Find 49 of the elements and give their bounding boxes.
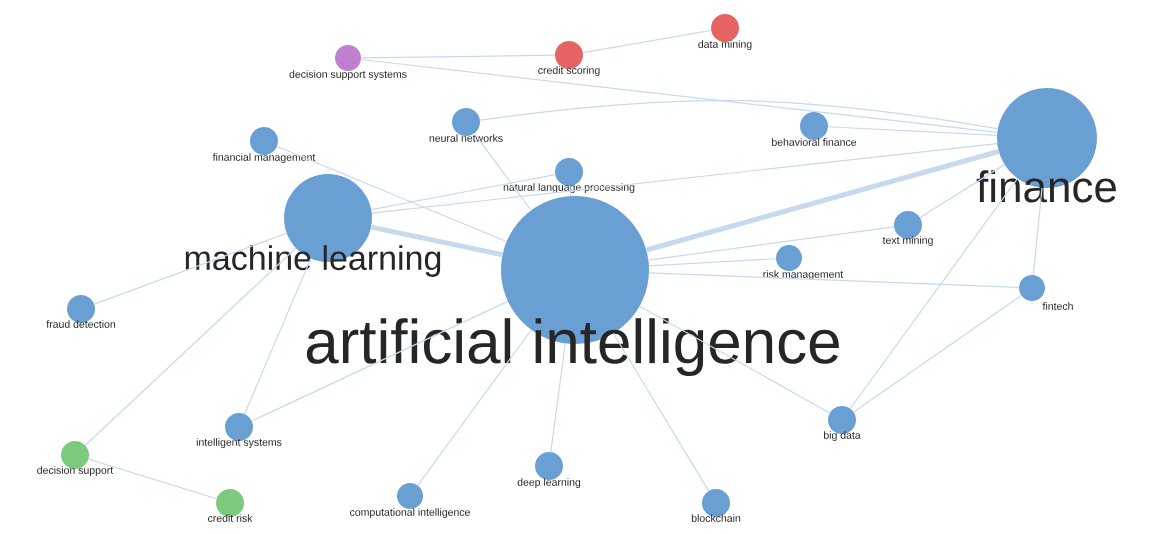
link-line [87,458,218,500]
link-line [370,224,503,258]
keyword-label: deep learning [517,478,581,488]
keyword-label: computational intelligence [350,508,470,518]
keyword-label: natural language processing [503,183,635,193]
link-line [919,164,1006,219]
keyword-label: credit risk [208,514,253,522]
keyword-label: financial management [212,153,316,163]
keyword-label: fintech [1042,302,1073,310]
keyword-label: fraud detection [46,320,116,328]
link-line [371,142,998,214]
link-line [479,100,999,130]
link-line [251,300,509,422]
keyword-label: risk management [763,270,844,280]
keyword-label: finance [976,170,1116,203]
link-line [93,232,288,305]
link-line [417,329,532,486]
keyword-label: machine learning [185,245,441,277]
keyword-label: text mining [882,236,933,246]
link-line [648,272,1020,289]
link-line [569,185,572,197]
keyword-label: neural networks [429,134,503,142]
link-line [645,149,1000,253]
link-line [370,174,556,211]
keyword-label: data mining [698,40,752,50]
link-line [647,226,895,261]
keyword-label: decision support [37,466,114,476]
link-line [243,258,312,415]
link-line [612,332,710,492]
link-line [639,305,831,414]
keyword-label: big data [824,431,861,441]
link-line [84,247,297,446]
link-line [276,145,508,243]
keyword-label: decision support systems [289,70,407,80]
link-line [473,132,532,211]
link-line [360,58,998,133]
keyword-label: intelligent systems [196,438,282,448]
link-line [550,342,566,453]
keyword-label: credit scoring [538,66,600,76]
keyword-label: blockchain [691,514,741,522]
link-line [582,29,712,54]
link-line [1032,187,1043,276]
link-line [648,258,777,267]
link-line [360,54,556,59]
keyword-label: behavioral finance [772,138,857,146]
link-line [853,294,1022,413]
link-line [827,126,998,136]
link-line [849,178,1019,410]
keyword-label: artificial intelligence [306,318,839,376]
